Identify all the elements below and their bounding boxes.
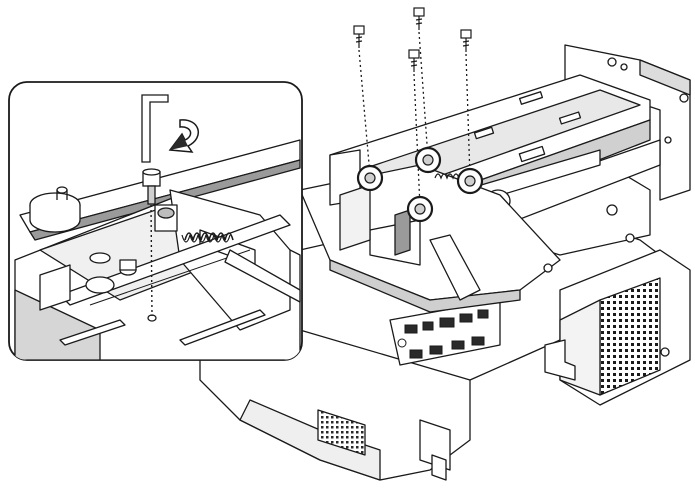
rear-screw-hole — [606, 204, 618, 216]
screw-thread — [410, 64, 418, 67]
projector-lower-panel — [239, 399, 381, 481]
detail-slot — [59, 319, 126, 346]
bracket-strut — [429, 234, 481, 301]
detail-cylinder-body — [29, 205, 81, 233]
guide-line — [418, 31, 429, 159]
port — [439, 317, 455, 328]
screw-icon — [353, 25, 365, 48]
bracket-plate-edge — [329, 259, 521, 313]
cable-clip — [544, 339, 576, 381]
port — [459, 313, 473, 323]
bracket-post — [394, 209, 411, 256]
marker-screw — [422, 154, 434, 166]
detail-knob-top — [89, 252, 111, 264]
magnified-detail-callout — [8, 81, 303, 361]
marker-screw — [464, 175, 476, 187]
detail-spring-back — [181, 234, 231, 243]
detail-knob — [85, 276, 115, 294]
detail-plate-side — [14, 289, 101, 360]
detail-rod — [224, 249, 301, 303]
hex-key-icon — [141, 94, 169, 163]
arm-slot — [518, 145, 546, 163]
bottom-vent-grille — [317, 409, 366, 456]
detail-clamp — [39, 264, 71, 311]
screw-thread — [462, 40, 470, 43]
port-round — [397, 338, 407, 348]
arm-slot — [558, 111, 582, 125]
hex-key-shape — [141, 94, 169, 163]
rear-screw-hole — [625, 233, 635, 243]
screw-thread — [462, 44, 470, 47]
wall-mount-arm — [299, 44, 691, 313]
screw-guide-lines — [358, 31, 471, 208]
detail-slot — [179, 309, 266, 346]
detail-guide-line — [150, 204, 153, 317]
wall-plate-hole — [679, 93, 689, 103]
screw-thread — [415, 22, 423, 25]
screws — [353, 7, 472, 72]
screw-thread — [415, 18, 423, 21]
rotation-arrow-icon — [168, 119, 199, 153]
screw-marker — [456, 167, 484, 195]
port — [471, 336, 485, 346]
arm-slot — [518, 91, 544, 105]
screw-icon — [142, 168, 161, 205]
screw-thread — [410, 60, 418, 63]
bracket-side — [339, 184, 371, 251]
screw-thread — [355, 36, 363, 39]
wall-plate-hole — [664, 136, 672, 144]
wall-plate-top — [639, 59, 691, 96]
rotation-arrow-head — [170, 134, 188, 150]
detail-nut-body — [119, 259, 137, 271]
screw-icon — [408, 49, 420, 72]
bracket-hole — [543, 263, 553, 273]
screw-head — [408, 49, 420, 59]
screw-head — [413, 7, 425, 17]
detail-rail-edge — [29, 159, 301, 241]
projector-foot-tab — [431, 454, 447, 481]
port — [422, 321, 434, 331]
wall-plate-hole — [620, 63, 628, 71]
screw-thread — [355, 40, 363, 43]
detail-block-hole — [157, 207, 175, 219]
guide-line — [413, 73, 421, 208]
port — [409, 349, 423, 359]
screw-marker — [406, 195, 434, 223]
detail-pin — [56, 186, 68, 194]
detail-screw-shaft — [147, 185, 156, 205]
port — [477, 309, 489, 319]
ports — [397, 309, 489, 359]
arm-slot — [473, 126, 495, 140]
guide-line — [358, 49, 371, 176]
guide-line — [465, 53, 471, 179]
detail-bar-line — [89, 249, 251, 306]
marker-screw — [364, 172, 376, 184]
marker-screw — [414, 203, 426, 215]
screw-icon — [460, 29, 472, 52]
detail-screw-cap — [142, 168, 161, 176]
port — [404, 324, 418, 334]
screw-location-markers — [356, 146, 484, 223]
screw-marker — [356, 164, 384, 192]
screw-head — [460, 29, 472, 39]
port — [451, 340, 465, 350]
screw-head — [353, 25, 365, 35]
wall-plate-hole — [607, 57, 617, 67]
projector-foot — [419, 419, 451, 471]
status-indicator — [660, 347, 670, 357]
screw-marker — [414, 146, 442, 174]
screw-icon — [413, 7, 425, 30]
port — [429, 345, 443, 355]
detail-spring — [184, 232, 234, 241]
